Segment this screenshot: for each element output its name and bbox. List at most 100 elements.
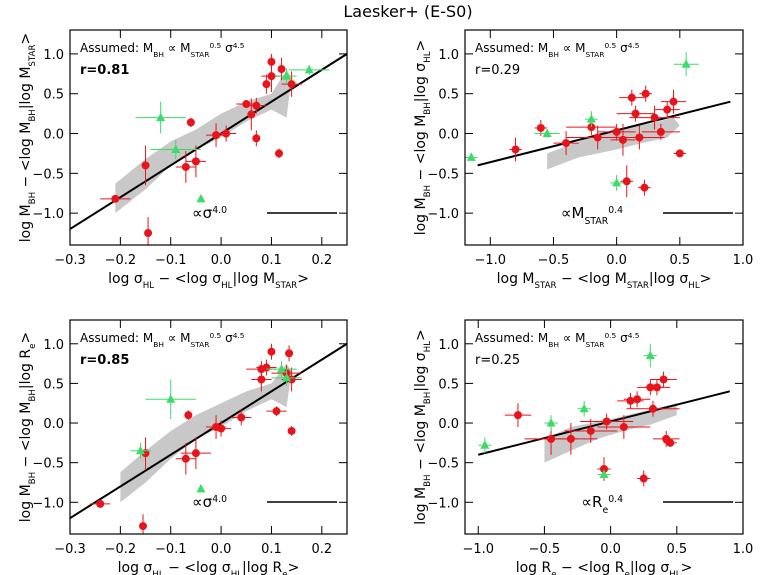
data-point-red	[564, 419, 618, 443]
data-point-green	[534, 128, 560, 138]
y-tick-label: −1.0	[427, 496, 459, 511]
data-point-green	[673, 52, 699, 77]
data-point-red	[553, 131, 579, 156]
data-point-green	[196, 193, 206, 203]
data-point-green	[585, 111, 598, 128]
data-point-red	[186, 117, 195, 128]
correlation-annotation: r=0.25	[475, 353, 520, 368]
data-point-red	[619, 89, 645, 106]
x-tick-label: −0.2	[105, 253, 137, 268]
correlation-annotation: r=0.29	[475, 63, 520, 78]
plot-frame	[69, 29, 348, 246]
x-tick-label: −0.5	[538, 253, 570, 268]
x-tick-label: −0.2	[105, 542, 137, 557]
data-point-red	[252, 130, 261, 147]
x-tick-label: −0.5	[529, 542, 561, 557]
assumed-annotation: Assumed: MBH ∝ MSTAR0.5 σ4.5	[475, 331, 640, 349]
data-point-red	[614, 125, 665, 150]
fit-line	[70, 342, 347, 519]
y-tick-label: 0.5	[43, 88, 64, 103]
slope-annotation: ∝MSTAR0.4	[561, 204, 623, 227]
y-tick-label: −1.0	[32, 496, 64, 511]
y-tick-label: 1.0	[43, 338, 64, 353]
data-point-red	[266, 406, 287, 416]
data-point-red	[231, 409, 252, 426]
data-point-red	[620, 165, 634, 198]
data-point-red	[652, 430, 680, 447]
y-tick-label: −1.0	[427, 207, 459, 222]
data-point-red	[504, 403, 532, 427]
data-point-red	[175, 151, 196, 183]
plot-frame	[464, 29, 744, 246]
confidence-band	[547, 117, 680, 170]
fit-line	[477, 100, 731, 167]
data-point-green	[130, 442, 151, 459]
data-point-green	[544, 415, 558, 431]
y-tick-label: 0.0	[438, 417, 459, 432]
x-tick-label: 1.0	[733, 542, 754, 557]
slope-annotation: ∝Re0.4	[581, 493, 623, 516]
data-point-green	[597, 469, 611, 479]
x-tick-label: −0.1	[155, 253, 187, 268]
data-point-red	[641, 123, 680, 140]
slope-annotation: ∝σ4.0	[192, 493, 227, 511]
plot-area	[70, 342, 347, 534]
y-axis-label: log MBH − <log MBH|log Re>	[18, 332, 38, 522]
assumed-annotation: Assumed: MBH ∝ MSTAR0.5 σ4.5	[475, 41, 640, 59]
y-tick-label: 1.0	[43, 48, 64, 63]
data-point-red	[246, 97, 267, 114]
data-point-red	[281, 71, 302, 97]
data-point-red	[638, 179, 651, 196]
data-point-red	[643, 379, 671, 396]
data-point-red	[144, 217, 153, 245]
y-axis-label: log MBH − <log MBH|log σHL>	[413, 329, 433, 525]
x-tick-label: 1.0	[733, 253, 754, 268]
data-point-red	[247, 98, 256, 131]
x-tick-label: 0.2	[311, 253, 332, 268]
data-point-red	[285, 345, 294, 362]
data-point-red	[639, 85, 653, 102]
data-point-red	[597, 123, 636, 140]
x-tick-label: −0.3	[54, 253, 86, 268]
y-tick-label: 0.0	[43, 417, 64, 432]
data-point-red	[654, 101, 680, 118]
plot-area	[477, 343, 731, 487]
y-axis-label: log MBH − <log MBH|log σHL>	[413, 40, 433, 236]
x-tick-label: −0.1	[155, 542, 187, 557]
data-point-green	[150, 139, 201, 159]
correlation-annotation: r=0.85	[80, 353, 129, 368]
data-point-green	[610, 174, 623, 191]
x-tick-label: 0.0	[211, 542, 232, 557]
data-point-green	[135, 101, 186, 134]
x-tick-label: 0.2	[311, 542, 332, 557]
x-tick-label: 0.5	[669, 253, 690, 268]
data-point-red	[90, 499, 111, 508]
plot-area	[465, 52, 731, 198]
data-point-red	[185, 145, 206, 178]
data-point-green	[643, 343, 657, 368]
x-tick-label: 0.1	[261, 253, 282, 268]
data-point-red	[211, 420, 232, 437]
data-point-red	[141, 145, 150, 186]
y-tick-label: 0.5	[43, 377, 64, 392]
data-point-red	[650, 371, 677, 388]
x-tick-label: −0.3	[54, 542, 86, 557]
x-tick-label: 0.5	[666, 542, 687, 557]
x-tick-label: 0.0	[606, 253, 627, 268]
y-tick-label: 0.5	[438, 377, 459, 392]
data-point-green	[276, 68, 297, 85]
y-axis-label: log MBH − <log MBH|log MSTAR>	[18, 33, 38, 243]
data-point-green	[465, 152, 478, 161]
fit-line	[70, 53, 347, 230]
y-tick-label: −1.0	[32, 207, 64, 222]
data-point-red	[100, 194, 131, 203]
data-point-red	[629, 105, 680, 130]
data-point-red	[673, 149, 687, 158]
data-point-green	[577, 400, 591, 417]
data-point-red	[509, 137, 522, 162]
x-tick-label: 0.0	[600, 542, 621, 557]
